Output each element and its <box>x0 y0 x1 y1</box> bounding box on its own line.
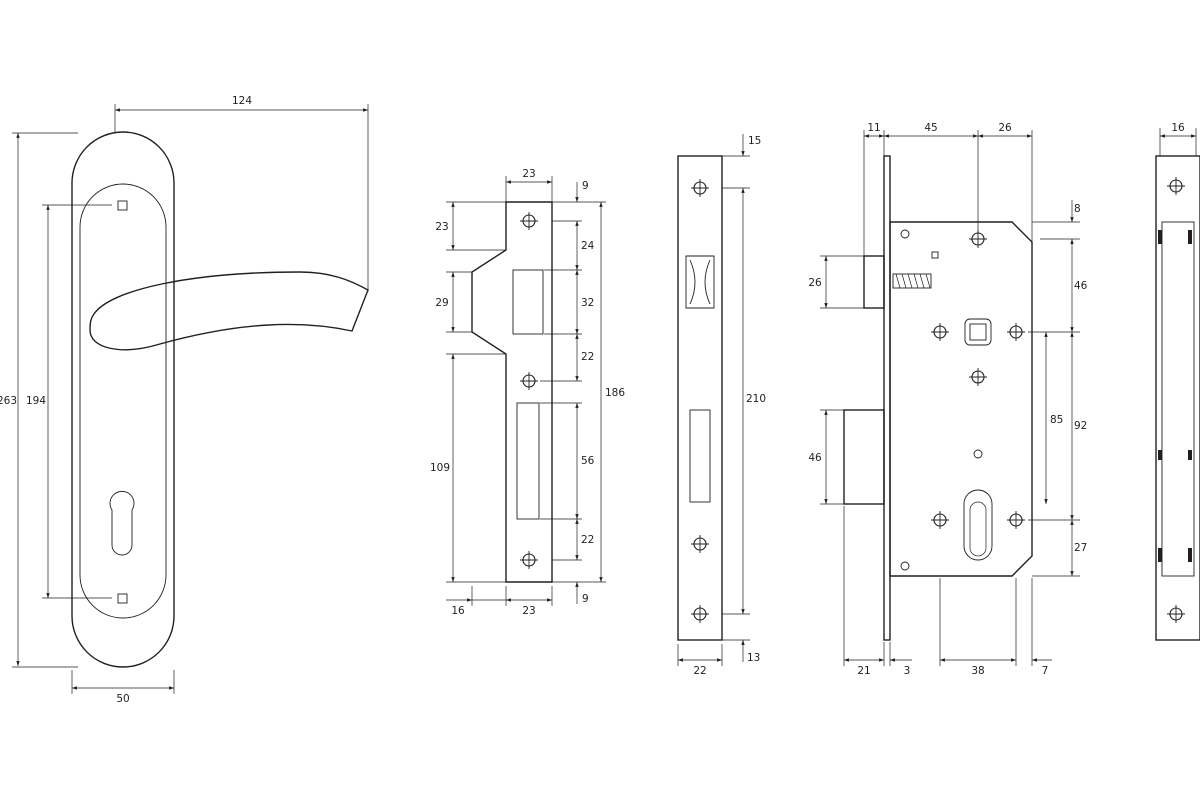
dimension-label-strike-22-a: 22 <box>581 351 594 363</box>
strike-plate-view: 23 23 29 109 16 23 <box>430 168 625 617</box>
side-view-inner-body <box>1161 221 1195 577</box>
dimension-label-263: 263 <box>0 395 17 407</box>
dimension-label-lock-21: 21 <box>857 665 870 677</box>
strike-plate-outline <box>471 201 553 583</box>
dimension-label-lock-7: 7 <box>1042 665 1049 677</box>
strike-bottom-screw <box>519 550 539 570</box>
dimension-label-strike-56: 56 <box>581 455 595 467</box>
dimension-label-124: 124 <box>232 95 252 107</box>
faceplate-bottom-screw <box>690 604 710 624</box>
lockbody-dead-bolt <box>843 409 885 505</box>
dimension-label-lock-45: 45 <box>924 122 937 134</box>
lockbody-latch-bolt <box>863 255 885 309</box>
dimension-label-strike-16: 16 <box>451 605 465 617</box>
handle-lever <box>89 271 369 351</box>
faceplate-outline <box>677 155 723 641</box>
handle-bottom-screw-hole <box>117 593 128 604</box>
lockbody-spindle-hub <box>964 318 992 346</box>
dimension-label-strike-186: 186 <box>605 387 625 399</box>
dimension-label-lock-3: 3 <box>904 665 911 677</box>
lockbody-lower-right-screw <box>1006 510 1026 530</box>
handle-keyhole <box>109 490 135 556</box>
handle-top-screw-hole <box>117 200 128 211</box>
handle-backplate <box>71 131 175 668</box>
strike-top-screw <box>519 211 539 231</box>
dimension-label-194: 194 <box>26 395 46 407</box>
lockbody-left-screw <box>930 322 950 342</box>
strike-bolt-opening <box>516 402 540 520</box>
dimension-label-strike-22-b: 22 <box>581 534 594 546</box>
dimension-label-lock-92: 92 <box>1074 420 1087 432</box>
lock-faceplate-view: 15 210 13 22 <box>677 134 766 677</box>
lockbody-right-screw <box>1006 322 1026 342</box>
side-view-top-screw <box>1166 176 1186 196</box>
side-view-bottom-screw <box>1166 604 1186 624</box>
dimension-label-strike-32: 32 <box>581 297 594 309</box>
dimension-label-strike-23-tab: 23 <box>435 221 448 233</box>
dimension-label-faceplate-13: 13 <box>747 652 760 664</box>
lockbody-spindle-square <box>969 323 987 341</box>
faceplate-bolt-opening <box>689 409 711 503</box>
dimension-label-strike-9-bottom: 9 <box>582 593 589 605</box>
dimension-label-lock-8: 8 <box>1074 203 1081 215</box>
dimension-label-faceplate-15: 15 <box>748 135 761 147</box>
dimension-label-strike-23-top: 23 <box>522 168 535 180</box>
faceplate-latch-opening <box>685 255 715 309</box>
lockbody-spring <box>892 273 932 289</box>
dimension-label-50: 50 <box>116 693 129 705</box>
dimension-label-lock-46-spindle: 46 <box>1074 280 1088 292</box>
dimension-label-faceplate-210: 210 <box>746 393 766 405</box>
dimension-label-lock-27: 27 <box>1074 542 1087 554</box>
faceplate-top-screw <box>690 178 710 198</box>
dimension-label-strike-24: 24 <box>581 240 595 252</box>
door-handle-front-view: 124 263 194 50 <box>0 95 369 705</box>
dimension-label-lock-26-latch: 26 <box>808 277 822 289</box>
faceplate-lower-screw <box>690 534 710 554</box>
dimension-label-faceplate-22: 22 <box>693 665 706 677</box>
dimension-label-strike-109: 109 <box>430 462 450 474</box>
dimension-label-lock-26-top: 26 <box>998 122 1012 134</box>
dimension-label-lock-38: 38 <box>971 665 984 677</box>
mortise-lock-body-view: 11 45 26 26 46 8 46 92 85 27 <box>808 122 1087 677</box>
lockbody-faceplate <box>883 155 891 641</box>
handle-inner-recess <box>79 183 167 619</box>
dimension-label-strike-29: 29 <box>435 297 448 309</box>
dimension-label-lock-11: 11 <box>867 122 880 134</box>
side-view-outline <box>1155 155 1200 641</box>
lockbody-cylinder-hole <box>963 489 993 561</box>
dimension-label-strike-9-top: 9 <box>582 180 589 192</box>
strike-latch-opening <box>512 269 544 335</box>
lockbody-lower-left-screw <box>930 510 950 530</box>
dimension-label-lock-46-bolt: 46 <box>808 452 822 464</box>
lockbody-case <box>889 221 1033 577</box>
dimension-label-lock-85: 85 <box>1050 414 1063 426</box>
dimension-label-side-16: 16 <box>1171 122 1185 134</box>
lockbody-mid-screw <box>968 367 988 387</box>
strike-middle-screw <box>519 371 539 391</box>
handle-side-view: 16 <box>1155 122 1200 641</box>
dimension-label-strike-23-bottom: 23 <box>522 605 535 617</box>
